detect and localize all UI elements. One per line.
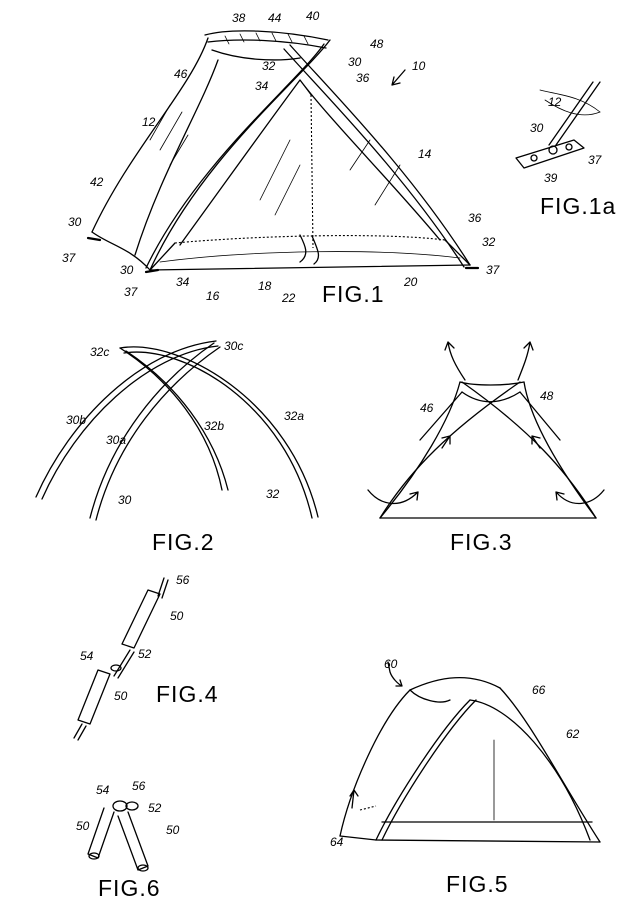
fig5-ref-60: 60 xyxy=(384,657,398,671)
fig1-ref-32-right: 32 xyxy=(482,235,496,249)
fig2-crossed-poles-drawing xyxy=(35,340,319,521)
fig1-ref-18: 18 xyxy=(258,279,272,293)
fig1-ref-40: 40 xyxy=(306,9,320,23)
fig2-ref-32c: 32c xyxy=(90,345,109,359)
fig4-ref-54: 54 xyxy=(80,649,94,663)
fig1-ref-30-left: 30 xyxy=(68,215,82,229)
fig1-ref-16: 16 xyxy=(206,289,220,303)
fig5-tent-drawing xyxy=(339,661,601,843)
fig6-reference-labels: 54 56 52 50 50 xyxy=(76,779,180,837)
fig2-ref-32b: 32b xyxy=(204,419,224,433)
fig3-ref-48: 48 xyxy=(540,389,554,403)
fig6-joint-detail-drawing xyxy=(87,800,149,872)
fig6-ref-52: 52 xyxy=(148,801,162,815)
fig1-ref-44: 44 xyxy=(268,11,282,25)
fig6-caption: FIG.6 xyxy=(98,875,161,901)
fig1-ref-34-bottom: 34 xyxy=(176,275,190,289)
fig1a-ref-39: 39 xyxy=(544,171,558,185)
fig1-ref-12: 12 xyxy=(142,115,156,129)
fig1a-ref-30: 30 xyxy=(530,121,544,135)
fig3-caption: FIG.3 xyxy=(450,529,513,555)
fig1-ref-32: 32 xyxy=(262,59,276,73)
fig4-ref-50-top: 50 xyxy=(170,609,184,623)
fig2-ref-32: 32 xyxy=(266,487,280,501)
fig5-reference-labels: 60 66 62 64 xyxy=(330,657,580,849)
fig1-ref-36-right: 36 xyxy=(468,211,482,225)
fig2-ref-30c: 30c xyxy=(224,339,243,353)
fig6-ref-50-right: 50 xyxy=(166,823,180,837)
fig4-ref-56: 56 xyxy=(176,573,190,587)
fig1-ref-20: 20 xyxy=(403,275,418,289)
fig4-reference-labels: 56 50 54 52 50 xyxy=(80,573,190,703)
fig2-ref-32a: 32a xyxy=(284,409,304,423)
fig4-pole-sections-drawing xyxy=(73,577,169,741)
fig1-ref-42: 42 xyxy=(90,175,104,189)
fig1-ref-34: 34 xyxy=(255,79,269,93)
fig4-ref-52: 52 xyxy=(138,647,152,661)
fig2-ref-30: 30 xyxy=(118,493,132,507)
fig1-ref-30-bottom: 30 xyxy=(120,263,134,277)
fig1a-reference-labels: 12 30 37 39 xyxy=(530,95,603,185)
fig1-ref-37-bottom: 37 xyxy=(124,285,139,299)
fig1-ref-10: 10 xyxy=(412,59,426,73)
fig4-ref-50-bottom: 50 xyxy=(114,689,128,703)
fig1-reference-labels: 38 44 40 48 10 46 32 30 36 34 12 14 42 3… xyxy=(62,9,501,305)
fig2-caption: FIG.2 xyxy=(152,529,215,555)
fig1-ref-30: 30 xyxy=(348,55,362,69)
fig1-ref-46: 46 xyxy=(174,67,188,81)
fig4-caption: FIG.4 xyxy=(156,681,219,707)
fig1-tent-drawing xyxy=(86,30,480,274)
fig6-ref-54: 54 xyxy=(96,783,110,797)
fig1-ref-48: 48 xyxy=(370,37,384,51)
fig1-ref-22: 22 xyxy=(281,291,296,305)
fig1-ref-37-left: 37 xyxy=(62,251,77,265)
fig5-ref-66: 66 xyxy=(532,683,546,697)
fig1a-caption: FIG.1a xyxy=(540,193,616,219)
fig1a-ref-37: 37 xyxy=(588,153,603,167)
fig1a-ref-12: 12 xyxy=(548,95,562,109)
fig1a-stake-detail-drawing xyxy=(515,81,601,169)
fig3-ref-46: 46 xyxy=(420,401,434,415)
fig2-reference-labels: 32c 30c 30b 30a 32b 32a 30 32 xyxy=(66,339,304,507)
fig3-tensioning-drawing xyxy=(367,341,605,519)
fig1-ref-38: 38 xyxy=(232,11,246,25)
fig2-ref-30b: 30b xyxy=(66,413,86,427)
fig5-caption: FIG.5 xyxy=(446,871,509,897)
fig1-ref-14: 14 xyxy=(418,147,432,161)
fig1-ref-36: 36 xyxy=(356,71,370,85)
fig6-ref-50-left: 50 xyxy=(76,819,90,833)
fig3-reference-labels: 46 48 xyxy=(420,389,554,415)
fig1-caption: FIG.1 xyxy=(322,281,385,307)
fig5-ref-64: 64 xyxy=(330,835,344,849)
fig1-ref-37-right: 37 xyxy=(486,263,501,277)
fig6-ref-56: 56 xyxy=(132,779,146,793)
fig5-ref-62: 62 xyxy=(566,727,580,741)
fig2-ref-30a: 30a xyxy=(106,433,126,447)
